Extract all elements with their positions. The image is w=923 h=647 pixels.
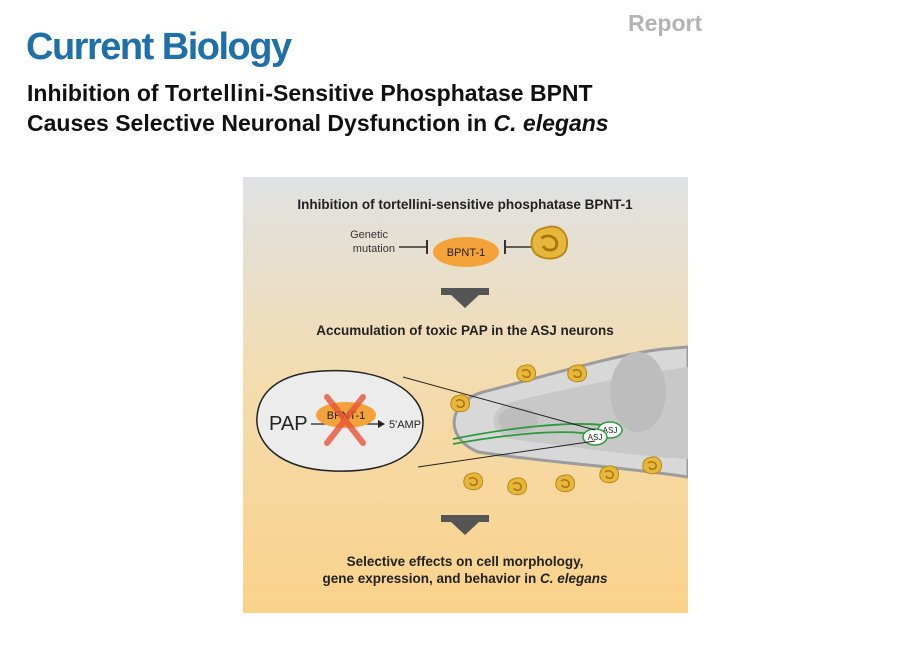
genetic-mutation-line1: Genetic	[350, 229, 388, 241]
tortellini-icon	[642, 456, 663, 475]
asj-neuron-2	[582, 428, 608, 446]
asj-neuron-label-1: ASJ	[603, 426, 618, 435]
article-type-label: Report	[628, 10, 703, 36]
title-species: C. elegans	[493, 110, 609, 136]
bpnt1-label: BPNT-1	[447, 247, 486, 259]
title-part: Causes Selective Neuronal Dysfunction in	[27, 110, 494, 136]
tortellini-inhibition-symbol	[504, 240, 533, 254]
step3-line2-prefix: gene expression, and behavior in	[322, 571, 540, 586]
tortellini-icon	[463, 472, 484, 491]
tortellini-icon	[567, 364, 588, 383]
reaction-product: 5'AMP	[389, 419, 421, 431]
genetic-mutation-line2: mutation	[353, 243, 395, 255]
down-arrow-icon	[441, 515, 489, 535]
inhibition-x-icon	[324, 394, 366, 446]
step3-line1: Selective effects on cell morphology,	[347, 554, 584, 569]
title-part: -Sensitive Phosphatase BPNT	[265, 80, 593, 106]
worm-head-illustration	[452, 345, 688, 479]
title-part-food: Tortellini	[164, 80, 266, 106]
zoom-line	[417, 440, 596, 468]
tortellini-icon	[530, 225, 569, 260]
graphical-abstract: Inhibition of tortellini-sensitive phosp…	[243, 177, 688, 613]
step3-line2-species: C. elegans	[540, 571, 608, 586]
tortellini-icon	[555, 474, 576, 493]
genetic-inhibition-symbol	[399, 240, 428, 254]
asj-neuron-label-2: ASJ	[588, 433, 603, 442]
title-part: Inhibition of	[27, 80, 165, 106]
reaction-substrate: PAP	[269, 413, 308, 435]
journal-logo: Current Biology	[26, 26, 292, 68]
tortellini-icon	[516, 364, 537, 383]
step3-line2: gene expression, and behavior in C. eleg…	[322, 571, 608, 586]
down-arrow-icon	[441, 288, 489, 308]
step2-title: Accumulation of toxic PAP in the ASJ neu…	[316, 323, 614, 338]
paper-title: Inhibition of Tortellini-Sensitive Phosp…	[27, 78, 747, 138]
graphical-abstract-figure: Inhibition of tortellini-sensitive phosp…	[243, 177, 688, 613]
zoom-line	[402, 376, 596, 431]
tortellini-icon	[507, 477, 528, 496]
tortellini-icon	[599, 465, 620, 484]
tortellini-icon	[450, 394, 471, 413]
step1-title: Inhibition of tortellini-sensitive phosp…	[297, 197, 633, 212]
reaction-arrowhead	[378, 420, 385, 428]
bpnt1-enzyme	[433, 237, 499, 267]
